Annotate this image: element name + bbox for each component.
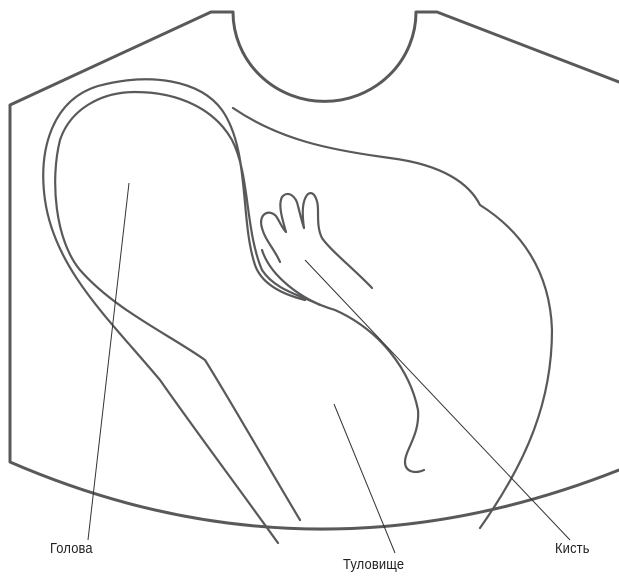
torso-contour [262, 250, 424, 472]
torso-label: Туловище [343, 556, 404, 573]
abdomen-contour [233, 108, 552, 528]
head-label: Голова [50, 540, 93, 557]
hand-leader-line [305, 260, 570, 540]
head-outer-contour [43, 79, 305, 543]
hand-contour [261, 193, 372, 288]
hand-label: Кисть [555, 540, 590, 557]
torso-leader-line [334, 404, 395, 553]
head-leader-line [88, 183, 129, 540]
head-inner-contour [55, 92, 320, 520]
